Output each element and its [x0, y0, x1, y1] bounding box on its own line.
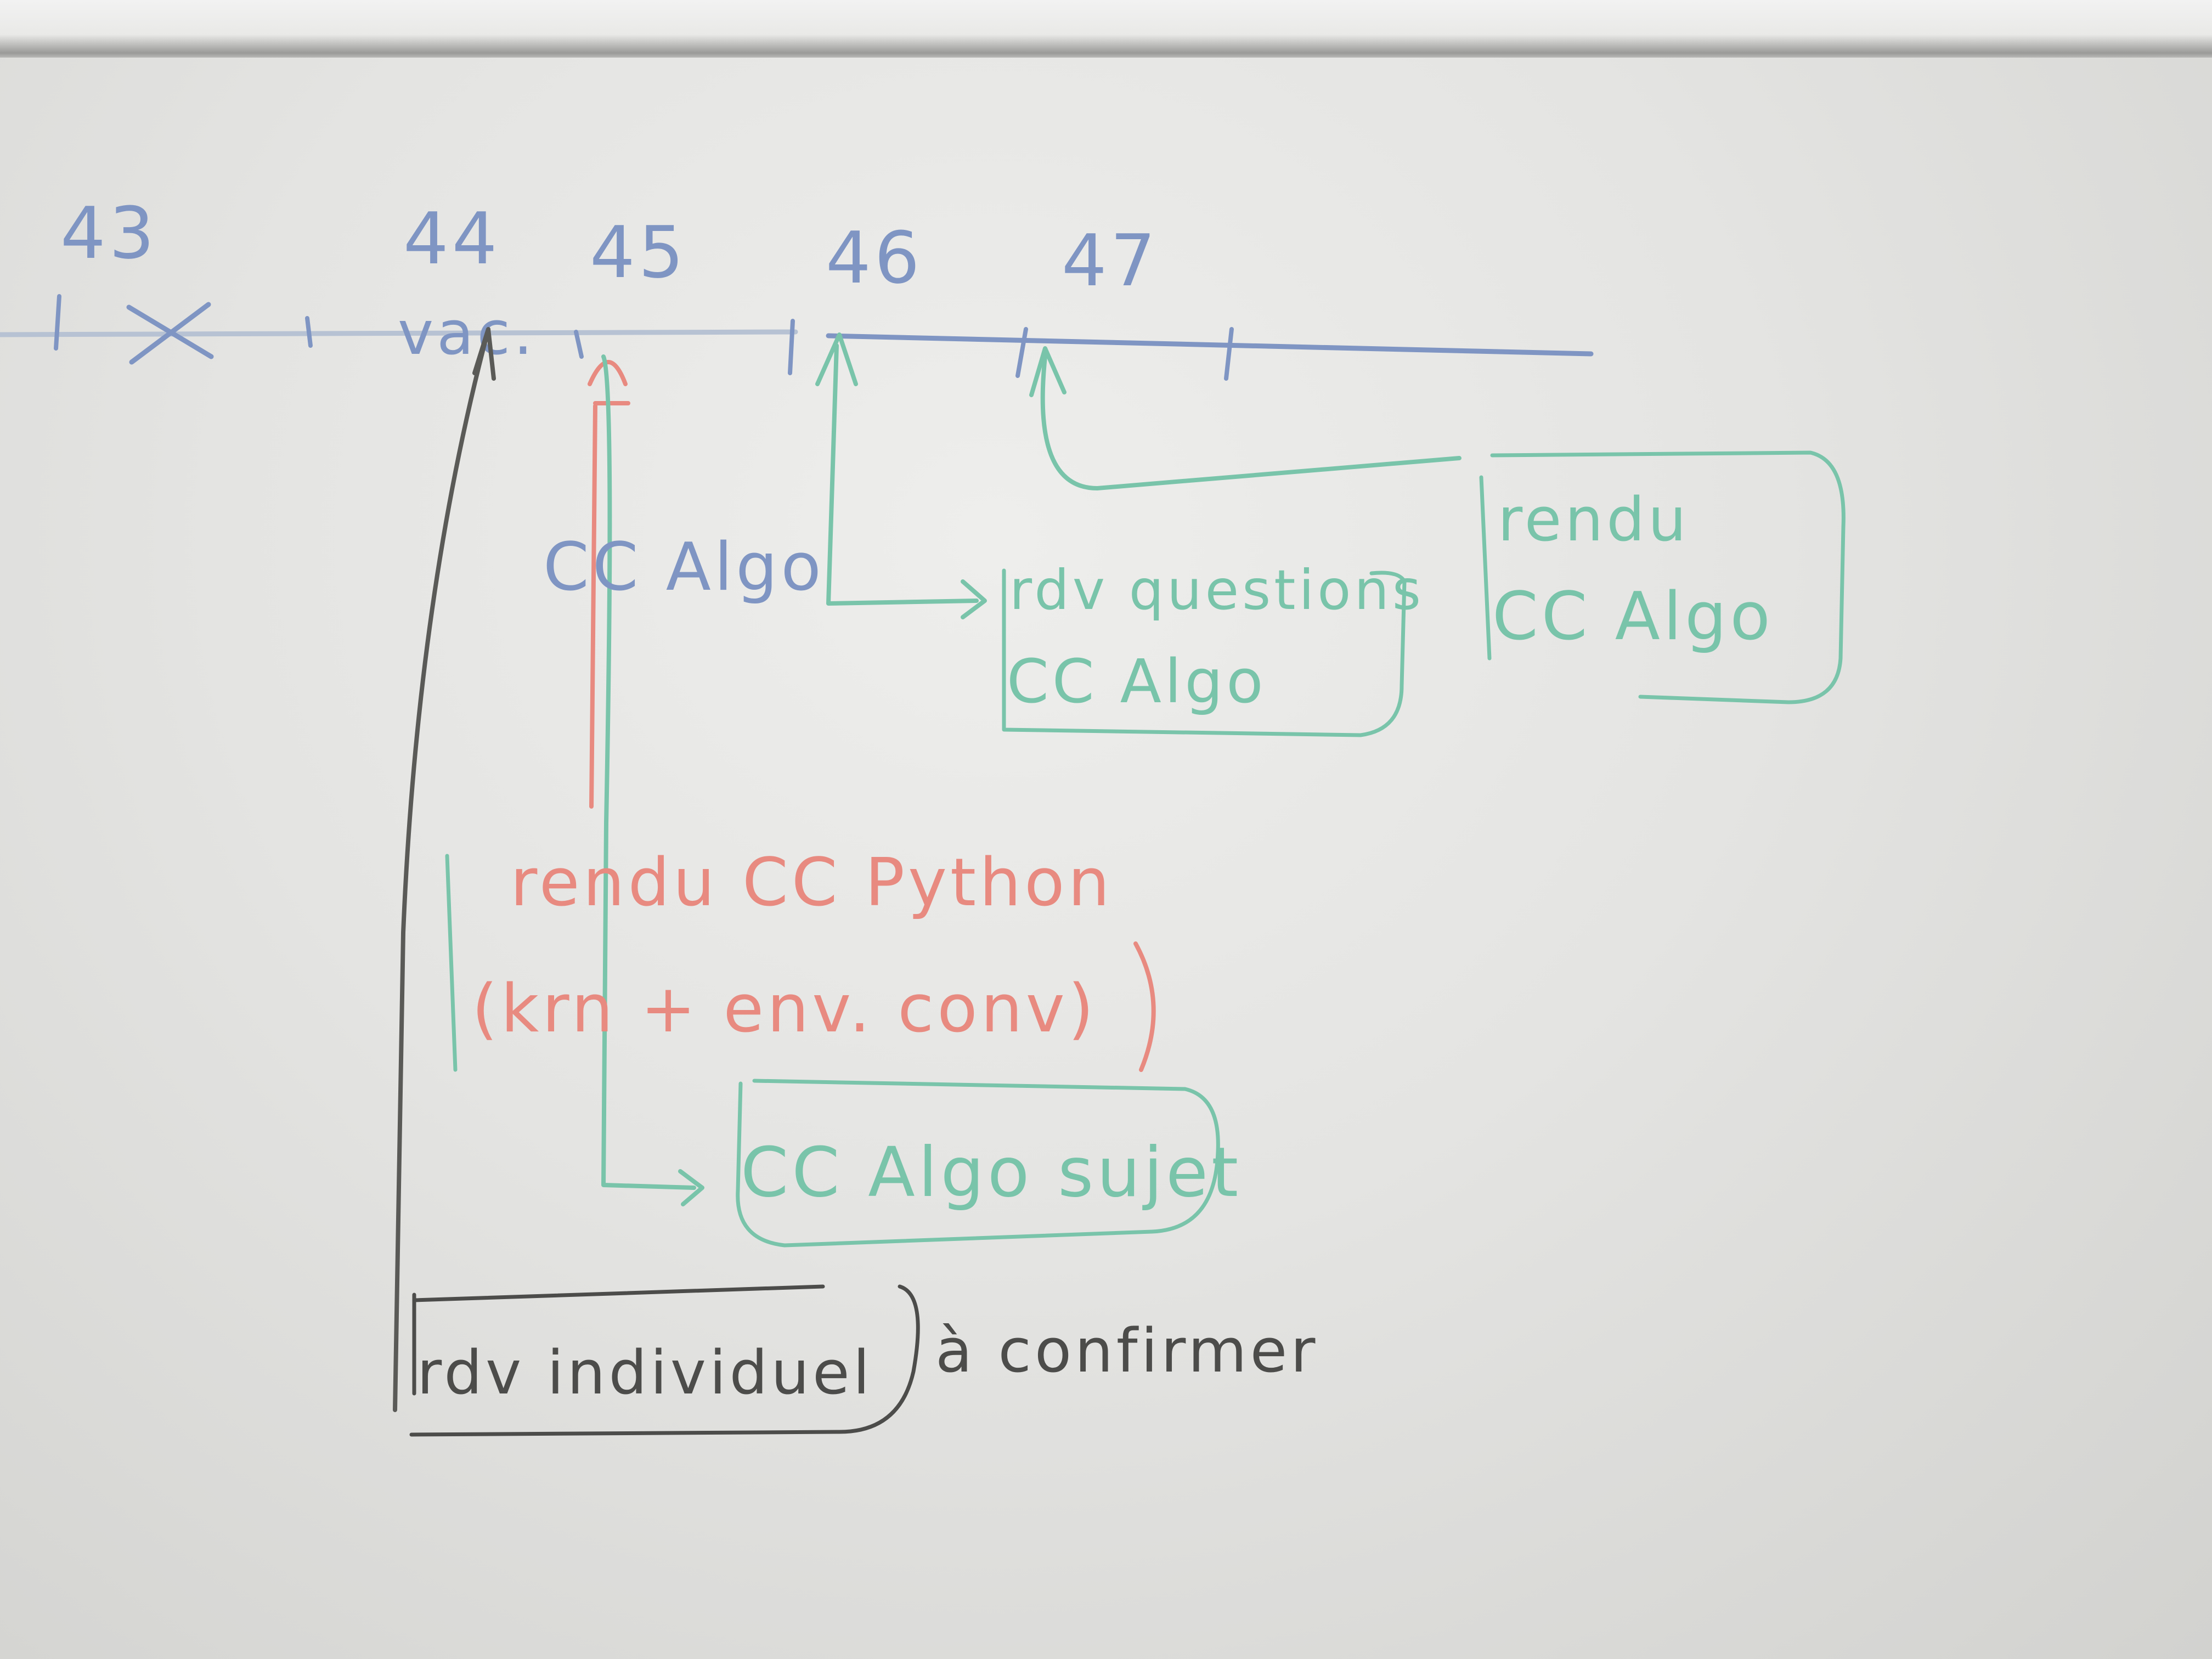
cc-algo-sujet-text: CC Algo sujet [741, 1133, 1242, 1212]
rendu-cc-algo-line2: CC Algo [1492, 579, 1774, 655]
week-label-43: 43 [60, 191, 157, 275]
teal-arrow-47-head [1029, 346, 1066, 397]
timeline-faint-segment [0, 329, 798, 337]
teal-bracket-left [445, 854, 458, 1072]
rdv-individuel-text: rdv individuel [417, 1338, 873, 1408]
week-label-45: 45 [590, 211, 687, 294]
timeline-cross-mark [126, 302, 214, 365]
week-label-46: 46 [826, 216, 923, 300]
teal-arrow-sujet [601, 354, 704, 1206]
teal-arrow-47 [1029, 346, 1462, 490]
rendu-cc-algo-left-edge [1479, 475, 1492, 661]
timeline-tick-47 [1015, 327, 1028, 378]
red-arrow-line [589, 404, 597, 809]
rendu-cc-algo-border [1490, 450, 1846, 704]
teal-arrow-46-head-right [961, 579, 987, 619]
rendu-python-line2: (krn + env. conv) [472, 971, 1097, 1047]
a-confirmer-text: à confirmer [935, 1316, 1319, 1386]
rdv-questions-border [1002, 568, 1407, 737]
vacation-label: vac. [398, 298, 536, 368]
cc-algo-sujet-box [736, 1079, 1220, 1248]
red-arrow [588, 360, 630, 809]
timeline-blue-segment [826, 333, 1594, 357]
rdv-questions-line2: CC Algo [1007, 646, 1267, 716]
rendu-cc-algo-box [1479, 450, 1846, 704]
timeline-tick-43 [54, 294, 61, 351]
timeline [0, 294, 1594, 381]
rdv-individuel-box-top [412, 1284, 825, 1302]
timeline-tick-44 [305, 316, 313, 348]
timeline-tick-45 [574, 330, 584, 359]
rendu-cc-algo-line1: rendu [1498, 484, 1690, 555]
teal-arrow-46 [815, 332, 987, 619]
week-numbers: 43 44 45 46 47 [60, 191, 1159, 302]
whiteboard-surface [0, 58, 2212, 1659]
red-paren-right [1133, 941, 1156, 1072]
rdv-individuel-group [393, 327, 920, 1437]
week-label-44: 44 [403, 197, 500, 280]
teal-arrow-sujet-head [678, 1169, 704, 1206]
rdv-questions-line1: rdv questions [1009, 558, 1424, 622]
timeline-tick-48 [1224, 327, 1234, 381]
cc-algo-sujet-border [736, 1079, 1220, 1248]
teal-arrow-47-line [1040, 354, 1462, 490]
teal-arrow-46-line [826, 343, 979, 606]
timeline-tick-46 [788, 319, 795, 375]
dark-arrow-line [393, 338, 488, 1412]
rdv-questions-box [1002, 568, 1407, 737]
week-label-47: 47 [1062, 219, 1159, 302]
teal-arrow-sujet-line [601, 354, 696, 1190]
teal-arrow-46-head-up [815, 332, 858, 386]
red-arrow-head [588, 360, 630, 405]
whiteboard-top-frame [0, 0, 2212, 58]
rendu-python-group [445, 854, 1156, 1072]
dark-arrow-head [472, 327, 496, 381]
cc-algo-small-text: CC Algo [543, 529, 825, 606]
rdv-individuel-box [409, 1284, 920, 1437]
rendu-python-line1: rendu CC Python [510, 845, 1113, 921]
